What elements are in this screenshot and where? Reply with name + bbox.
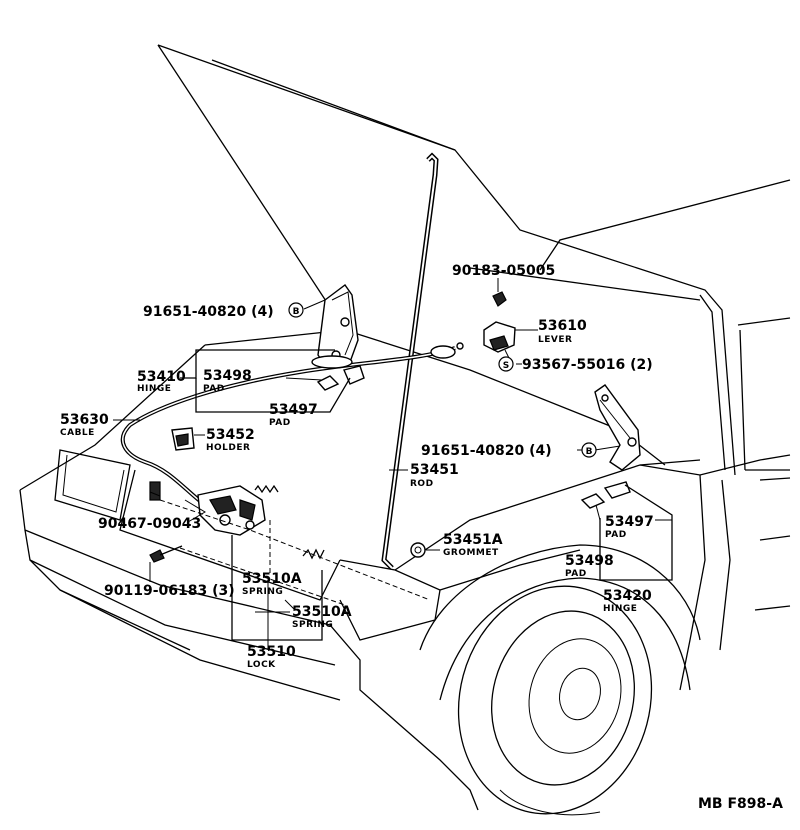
- callout-90467-09043: 90467-09043: [98, 516, 201, 532]
- svg-text:53610: 53610: [538, 318, 587, 334]
- svg-text:53451A: 53451A: [443, 532, 503, 548]
- svg-text:S: S: [503, 361, 509, 371]
- release-cable[interactable]: [120, 342, 464, 507]
- svg-text:53630: 53630: [60, 412, 109, 428]
- svg-text:SPRING: SPRING: [242, 587, 283, 597]
- svg-text:53410: 53410: [137, 369, 186, 385]
- callout-53510A-lower: 53510A SPRING: [292, 604, 352, 630]
- svg-text:PAD: PAD: [269, 418, 291, 428]
- svg-text:PAD: PAD: [605, 530, 627, 540]
- svg-text:CABLE: CABLE: [60, 428, 95, 438]
- callout-53497-right: 53497 PAD: [605, 514, 654, 540]
- callout-53451A: 53451A GROMMET: [443, 532, 503, 558]
- lever-assembly[interactable]: [483, 291, 516, 353]
- callout-90119-06183: 90119-06183 (3): [104, 583, 235, 599]
- callout-53510A-upper: 53510A SPRING: [242, 571, 302, 597]
- svg-text:91651-40820 (4): 91651-40820 (4): [143, 304, 274, 320]
- svg-text:93567-55016 (2): 93567-55016 (2): [522, 357, 653, 373]
- svg-text:53452: 53452: [206, 427, 255, 443]
- svg-text:ROD: ROD: [410, 479, 434, 489]
- callout-53451: 53451 ROD: [410, 462, 459, 489]
- callout-91651-40820-right: 91651-40820 (4) B: [421, 442, 597, 459]
- hinge-left[interactable]: [311, 284, 359, 369]
- svg-text:B: B: [293, 307, 300, 317]
- cable-holder[interactable]: [171, 427, 195, 451]
- grommet: [410, 542, 426, 558]
- svg-text:HOLDER: HOLDER: [206, 443, 250, 453]
- svg-text:PAD: PAD: [565, 569, 587, 579]
- car-body-outline: [19, 44, 791, 816]
- svg-text:SPRING: SPRING: [292, 620, 333, 630]
- callout-90183-05005: 90183-05005: [452, 263, 555, 279]
- callout-53498-left: 53498 PAD: [203, 368, 252, 394]
- svg-text:53510: 53510: [247, 644, 296, 660]
- svg-text:53498: 53498: [203, 368, 252, 384]
- callout-labels: 91651-40820 (4) B 90183-05005 53610 LEVE…: [60, 263, 783, 812]
- callout-53510: 53510 LOCK: [247, 644, 296, 670]
- svg-text:PAD: PAD: [203, 384, 225, 394]
- svg-text:53497: 53497: [269, 402, 318, 418]
- pads: [316, 365, 631, 509]
- svg-text:HINGE: HINGE: [137, 384, 171, 394]
- svg-text:90467-09043: 90467-09043: [98, 516, 201, 532]
- svg-text:B: B: [586, 447, 593, 457]
- callout-53497-left: 53497 PAD: [269, 402, 318, 428]
- callout-53498-right: 53498 PAD: [565, 553, 614, 579]
- callout-53630: 53630 CABLE: [60, 412, 109, 438]
- lock-assembly[interactable]: [149, 481, 325, 563]
- svg-text:90119-06183 (3): 90119-06183 (3): [104, 583, 235, 599]
- screw-s-symbol-icon: [498, 356, 514, 372]
- svg-text:53497: 53497: [605, 514, 654, 530]
- callout-53610: 53610 LEVER: [538, 318, 587, 345]
- bolt-b-symbol-icon: [581, 442, 597, 458]
- svg-text:HINGE: HINGE: [603, 604, 637, 614]
- callout-91651-40820-left: 91651-40820 (4) B: [143, 302, 304, 320]
- svg-text:53420: 53420: [603, 588, 652, 604]
- hinge-right[interactable]: [594, 384, 641, 471]
- svg-text:53510A: 53510A: [242, 571, 302, 587]
- svg-text:91651-40820 (4): 91651-40820 (4): [421, 443, 552, 459]
- leader-lines: [113, 278, 673, 650]
- callout-93567-55016: S 93567-55016 (2): [498, 356, 653, 373]
- svg-text:53498: 53498: [565, 553, 614, 569]
- callout-53410: 53410 HINGE: [137, 369, 186, 394]
- svg-text:53510A: 53510A: [292, 604, 352, 620]
- svg-text:53451: 53451: [410, 462, 459, 478]
- svg-text:LEVER: LEVER: [538, 335, 572, 345]
- svg-text:LOCK: LOCK: [247, 660, 276, 670]
- callout-53452: 53452 HOLDER: [206, 427, 255, 453]
- prop-rod[interactable]: [381, 152, 439, 570]
- figure-code: MB F898-A: [698, 796, 783, 812]
- svg-text:90183-05005: 90183-05005: [452, 263, 555, 279]
- bolt-b-symbol-icon: [288, 302, 304, 318]
- callout-53420: 53420 HINGE: [603, 588, 652, 614]
- svg-text:GROMMET: GROMMET: [443, 548, 499, 558]
